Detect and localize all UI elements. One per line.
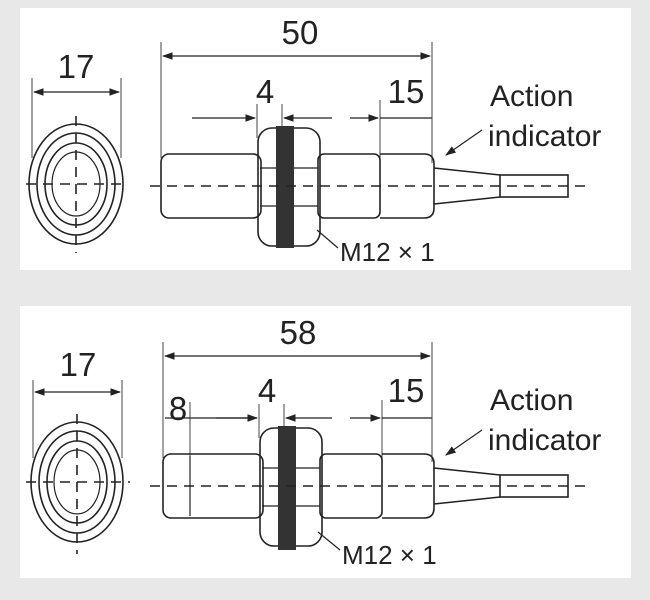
side-view: [150, 126, 585, 248]
nut-band-2: [278, 426, 296, 550]
front-offset-label: 8: [169, 390, 187, 427]
thread-label: M12 × 1: [340, 237, 435, 267]
thread-leader-line-2: [317, 531, 341, 551]
side-view-2: [150, 426, 585, 550]
cable-taper-2: [433, 467, 501, 505]
thread-leader-line: [316, 229, 339, 249]
indicator-label-line1: Action: [490, 80, 573, 113]
indicator-label-line2: indicator: [488, 120, 601, 153]
sensor-drawing-bottom: 17 58 8 4 15 Action indicator M12 × 1: [26, 314, 601, 570]
front-view-2: 17: [26, 346, 130, 554]
indicator-leader-arrow-2: [445, 429, 483, 456]
indicator-label-line1-2: Action: [490, 384, 573, 417]
nut-band: [276, 126, 294, 248]
total-length-label: 50: [282, 14, 319, 51]
indicator-leader-arrow: [445, 129, 483, 156]
total-length-label-2: 58: [280, 314, 317, 351]
thread-label-2: M12 × 1: [342, 540, 437, 570]
sensor-front-barrel-2: [162, 453, 264, 519]
nut-width-label-2: 4: [258, 372, 276, 409]
sensor-tail-cap-2: [382, 453, 435, 519]
sensor-tail-cap: [380, 153, 435, 219]
tail-length-label: 15: [388, 73, 425, 110]
front-view: 17: [26, 48, 128, 253]
indicator-label-line2-2: indicator: [488, 424, 601, 457]
sensor-drawing-top: 17 50 4 15 Action indicator M12 × 1: [26, 14, 601, 267]
sensor-diagram-bottom: 17 58 8 4 15 Action indicator M12 × 1: [20, 306, 631, 578]
cable-taper: [433, 167, 501, 205]
nut-width-label: 4: [256, 73, 274, 110]
front-width-label-2: 17: [60, 346, 97, 383]
tail-length-label-2: 15: [388, 372, 425, 409]
front-width-label: 17: [58, 48, 95, 85]
sensor-diagram-top: 17 50 4 15 Action indicator M12 × 1: [20, 8, 631, 270]
